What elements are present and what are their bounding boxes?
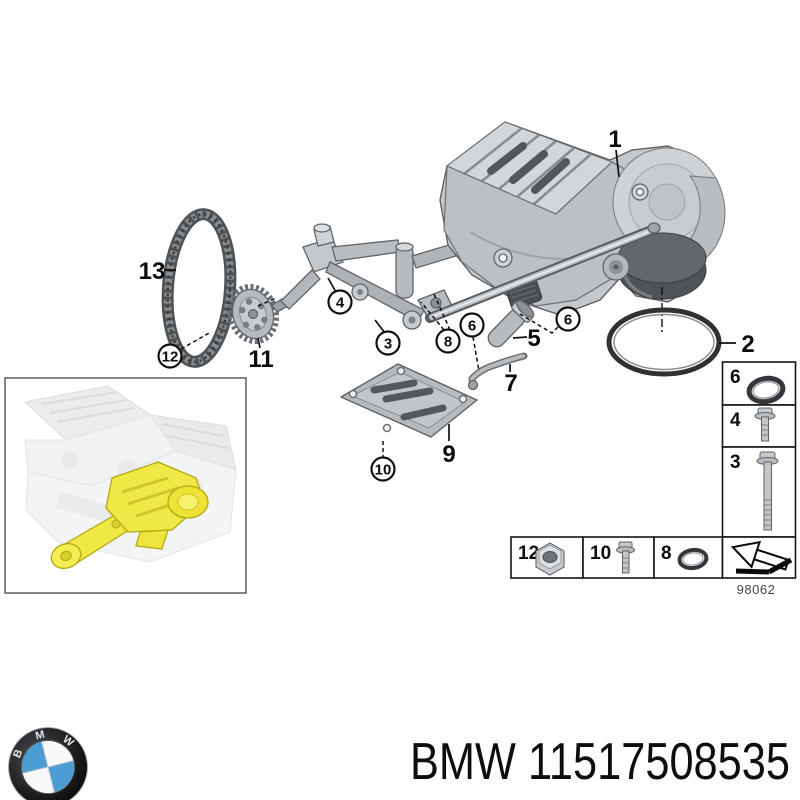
linkage-part-3 [351,283,453,330]
circled-callout-12: 12 [157,343,183,369]
svg-text:12: 12 [162,349,179,366]
svg-text:6: 6 [564,312,572,329]
legend-row: 12 10 8 98062 [510,536,797,597]
logo-quadrant-blue-tl [22,741,48,774]
chain-part-13 [161,208,237,368]
hex-nut-icon [535,542,565,576]
callout-1: 1 [608,126,621,153]
pickup-tube-part-5 [487,299,535,348]
callout-7: 7 [504,370,517,397]
long-bolt-icon [756,451,779,531]
circled-callout-8: 8 [435,328,461,354]
callout-2: 2 [741,331,754,358]
legend-label-8: 8 [661,543,672,564]
callout-11: 11 [248,346,273,373]
legend-label-12: 12 [518,543,539,564]
part-number-caption: BMW 11517508535 [410,733,790,791]
legend-label-4: 4 [730,410,741,431]
callout-9: 9 [442,441,455,468]
oil-pump-housing-part-1 [425,121,726,323]
engine-inset [4,377,247,594]
legend-label-6: 6 [730,367,741,388]
callout-5: 5 [527,325,540,352]
logo-letter-m: M [34,729,46,743]
circled-callout-10: 10 [370,456,396,482]
callout-13: 13 [139,258,166,285]
circled-callout-4: 4 [327,289,353,315]
leader-lines [164,149,736,457]
direction-arrow-icon [730,540,793,575]
baffle-plate-part-9 [340,363,478,438]
parts-diagram: 1 2 5 7 9 11 13 3 4 6 6 8 10 [4,121,797,597]
callout-labels: 1 2 5 7 9 11 13 3 4 6 6 8 10 [139,126,755,482]
circled-callout-6-right: 6 [555,306,581,332]
oil-pipe-part-7 [467,352,528,391]
circled-callout-6-left: 6 [459,312,485,338]
legend-label-10: 10 [590,543,611,564]
svg-text:3: 3 [384,336,392,353]
footer: B M W BMW 11517508535 [8,727,790,800]
small-bolt-icon [616,541,635,574]
logo-quadrant-blue-br [48,760,74,793]
legend-box-3 [721,446,797,538]
bmw-logo: B M W [8,727,88,800]
legend-column: 6 4 3 [721,361,797,538]
highlighted-oil-pump [50,461,209,570]
svg-text:8: 8 [444,334,452,351]
o-ring-icon [746,375,786,405]
small-o-ring-icon [677,547,709,571]
o-ring-part-2 [606,287,722,377]
short-bolt-icon [754,407,776,442]
legend-label-3: 3 [730,452,741,473]
drawing-number: 98062 [737,582,776,597]
legend-box-8 [653,536,724,579]
svg-text:6: 6 [468,318,476,335]
circled-callout-3: 3 [375,330,401,356]
svg-text:4: 4 [336,295,345,312]
svg-text:10: 10 [375,462,392,479]
